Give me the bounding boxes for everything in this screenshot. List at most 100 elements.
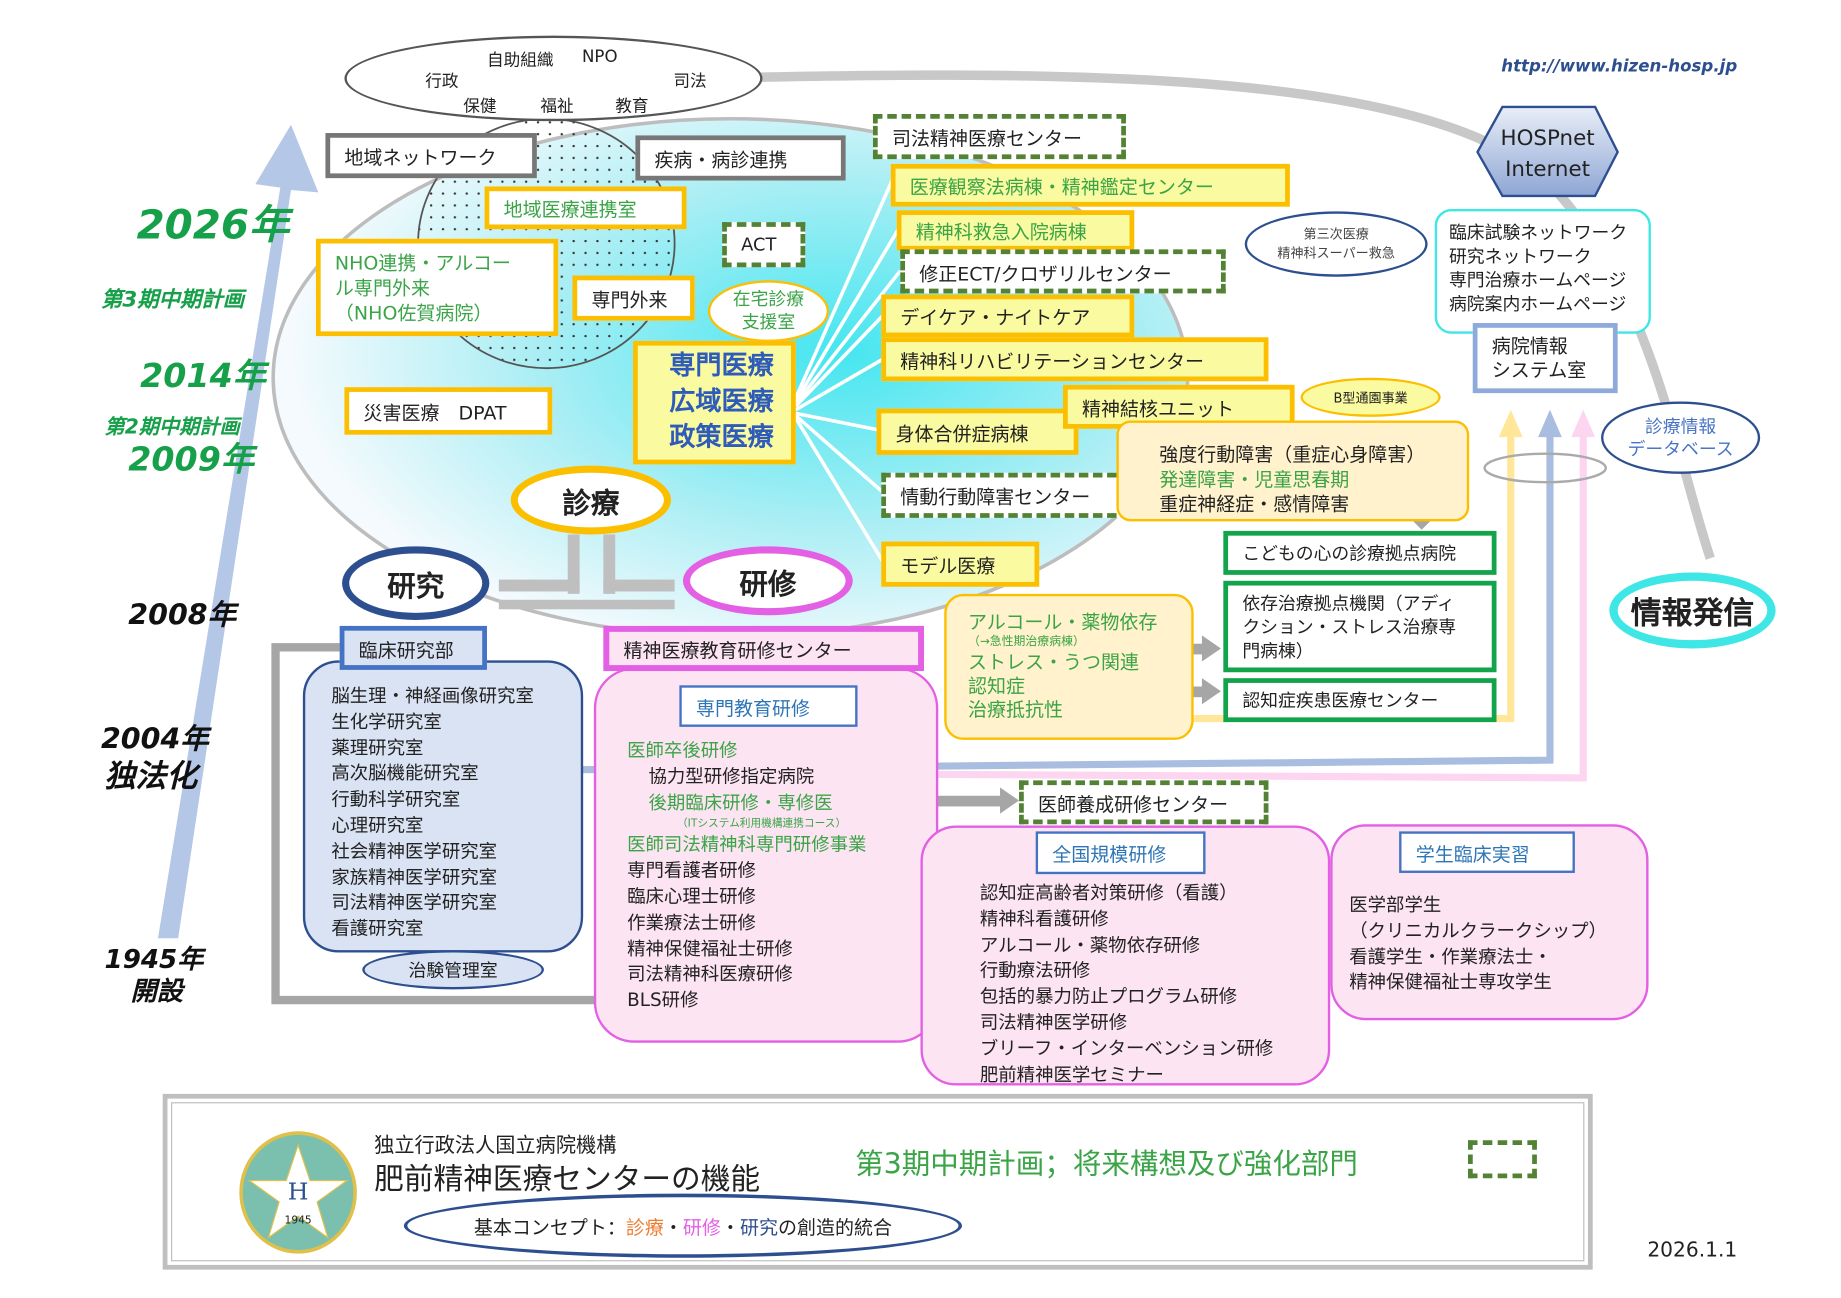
concept-research: 研究 (739, 1216, 778, 1239)
medical-observation-ward-box: 医療観察法病棟・精神鑑定センター (890, 163, 1290, 207)
lab-item: 家族精神医学研究室 (331, 866, 498, 888)
timeline-arrow (157, 124, 319, 939)
national-item: アルコール・薬物依存研修 (979, 934, 1201, 956)
concept-suffix: の創造的統合 (777, 1216, 893, 1239)
clinical-research-dept-box: 臨床研究部 (339, 625, 487, 670)
logo-letter: H (288, 1178, 309, 1206)
org-name: 独立行政法人国立病院機構 (374, 1134, 617, 1159)
lab-item: 薬理研究室 (331, 737, 424, 759)
year-2004: 2004年 (100, 722, 209, 756)
disorders-box: 強度行動障害（重症心身障害） 発達障害・児童思春期 重症神経症・感情障害 (1116, 420, 1470, 522)
research-bracket (271, 643, 600, 1005)
disorder-item: 強度行動障害（重症心身障害） (1159, 443, 1426, 466)
hospnet-hexagon (1476, 105, 1619, 198)
national-item: 肥前精神医学セミナー (979, 1063, 1164, 1086)
disorder-item: 重症神経症・感情障害 (1159, 492, 1350, 516)
stakeholder-label: 福祉 (540, 97, 574, 117)
year-2008: 2008年 (128, 598, 237, 632)
national-item: ブリーフ・インターベンション研修 (979, 1037, 1274, 1060)
nho-line: （NHO佐賀病院） (334, 301, 493, 324)
lab-item: 高次脳機能研究室 (331, 762, 479, 785)
concept-prefix: 基本コンセプト： (473, 1216, 626, 1239)
training-item: BLS研修 (627, 989, 699, 1011)
national-item: 行動療法研修 (979, 960, 1091, 982)
training-item: 医師司法精神科専門研修事業 (627, 834, 867, 856)
year-2026: 2026年 (136, 201, 290, 250)
alcohol-line: ストレス・うつ関連 (967, 650, 1140, 674)
clinical-database-ellipse: 診療情報データベース (1601, 401, 1761, 474)
student-item: （クリニカルクラークシップ） (1349, 920, 1607, 942)
link-line-pink (938, 427, 1587, 782)
student-item: 医学部学生 (1349, 894, 1442, 916)
training-item: 後期臨床研修・専修医 (648, 791, 833, 814)
training-item: 臨床心理士研修 (627, 886, 756, 908)
alcohol-line: 認知症 (967, 674, 1026, 698)
specialty-outpatient-box: 専門外来 (572, 275, 695, 321)
stakeholder-label: 教育 (615, 97, 649, 117)
concept-care: 診療 (625, 1216, 664, 1239)
doctor-training-center-box: 医師養成研修センター (1019, 780, 1269, 825)
alcohol-line: 治療抵抗性 (967, 698, 1064, 721)
document-date: 2026.1.1 (1647, 1238, 1738, 1263)
concept-training: 研修 (682, 1216, 721, 1239)
medical-line: 専門医療 (669, 351, 774, 382)
alcohol-line: （→急性期治療病棟） (967, 635, 1085, 649)
national-item: 精神科看護研修 (979, 908, 1109, 930)
hospnet-line: Internet (1505, 156, 1591, 182)
concept-dot: ・ (663, 1216, 683, 1239)
svg-text:1945: 1945 (285, 1213, 312, 1226)
network-item: 病院案内ホームページ (1448, 293, 1627, 315)
specialty-training-box: 専門教育研修 (679, 685, 858, 727)
student-item: 精神保健福祉士専攻学生 (1349, 972, 1552, 994)
system-line: 病院情報 (1491, 334, 1568, 357)
core-connectors (498, 534, 675, 610)
network-item: 研究ネットワーク (1448, 245, 1592, 268)
plan-3-label: 第3期中期計画 (100, 287, 245, 313)
year-2009: 2009年 (128, 439, 255, 479)
alcohol-box: アルコール・薬物依存 （→急性期治療病棟） ストレス・うつ関連 認知症 治療抵抗… (944, 593, 1194, 740)
hospnet-line: HOSPnet (1500, 125, 1595, 151)
db-line: データベース (1627, 437, 1734, 460)
network-item: 専門治療ホームページ (1448, 269, 1627, 291)
founded-label: 開設 (130, 977, 183, 1008)
training-item: 精神保健福祉士研修 (627, 937, 793, 960)
lab-item: 脳生理・神経画像研究室 (331, 685, 534, 707)
education-center-box: 精神医療教育研修センター (603, 625, 925, 672)
stakeholders-ellipse (344, 35, 763, 122)
rehab-center-box: 精神科リハビリテーションセンター (881, 337, 1269, 382)
clinical-care-ellipse: 診療 (510, 465, 672, 535)
year-1945: 1945年 (104, 945, 204, 976)
disaster-dpat-box: 災害医療 DPAT (344, 387, 553, 435)
alcohol-line: アルコール・薬物依存 (967, 610, 1158, 634)
student-practicum-title: 学生臨床実習 (1399, 831, 1575, 873)
lab-item: 司法精神医学研究室 (331, 892, 498, 914)
website-url[interactable]: http://www.hizen-hosp.jp (1501, 57, 1738, 77)
addiction-line: 門病棟） (1242, 639, 1314, 661)
clinical-trial-office-ellipse: 治験管理室 (362, 950, 544, 990)
stakeholder-label: 行政 (425, 72, 459, 92)
nho-line: ル専門外来 (334, 276, 430, 299)
forensic-center-box: 司法精神医療センター (872, 114, 1126, 160)
stakeholder-label: NPO (581, 47, 618, 67)
emergency-ward-box: 精神科救急入院病棟 (896, 210, 1135, 251)
tertiary-line: 第三次医療 (1303, 226, 1369, 242)
training-item: 医師卒後研修 (627, 739, 738, 762)
network-item: 臨床試験ネットワーク (1448, 222, 1628, 244)
research-labs-box: 脳生理・神経画像研究室生化学研究室薬理研究室高次脳機能研究室行動科学研究室心理研… (302, 660, 584, 953)
national-training-title: 全国規模研修 (1035, 831, 1206, 875)
medical-line: 政策医療 (669, 422, 774, 453)
medical-policy-box: 専門医療広域医療政策医療 (633, 340, 796, 465)
nho-line: NHO連携・アルコー (334, 251, 511, 274)
physical-complication-ward-box: 身体合併症病棟 (876, 408, 1079, 455)
training-item: （ITシステム利用機構連携コース） (676, 818, 847, 831)
lab-item: 生化学研究室 (331, 711, 442, 733)
medical-line: 広域医療 (669, 387, 774, 417)
home-care-line: 在宅診療 (732, 288, 805, 310)
plan-legend-text: 第3期中期計画；将来構想及び強化部門 (855, 1147, 1358, 1181)
national-item: 司法精神医学研修 (979, 1011, 1128, 1034)
research-ellipse: 研究 (342, 546, 490, 620)
lab-item: 社会精神医学研究室 (331, 840, 498, 863)
networks-box: 臨床試験ネットワーク研究ネットワーク専門治療ホームページ病院案内ホームページ (1434, 209, 1651, 334)
